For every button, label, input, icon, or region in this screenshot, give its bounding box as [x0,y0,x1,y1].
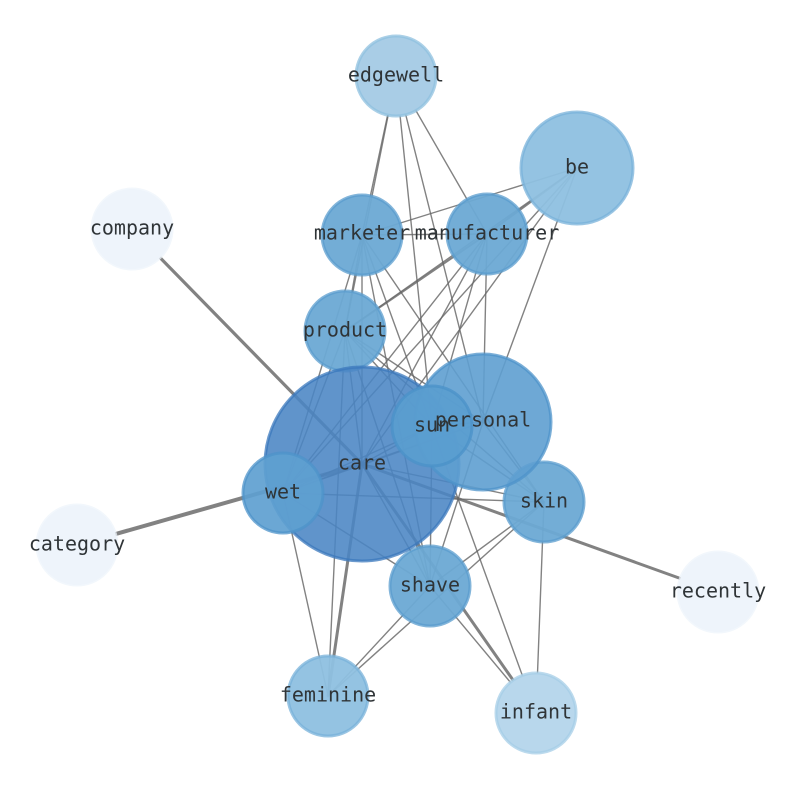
node-label-recently: recently [670,579,766,603]
node-label-shave: shave [400,573,460,597]
node-label-sun: sun [414,413,450,437]
node-feminine [286,654,370,738]
node-label-manufacturer: manufacturer [415,221,560,245]
node-recently [676,550,760,634]
node-label-infant: infant [500,700,572,724]
node-marketer [320,193,404,277]
node-label-marketer: marketer [314,221,410,245]
node-label-feminine: feminine [280,683,376,707]
node-sun [390,384,474,468]
node-edgewell [354,34,438,118]
node-label-product: product [303,318,387,342]
node-label-skin: skin [520,489,568,513]
node-manufacturer [445,192,529,276]
node-label-category: category [29,532,125,556]
node-label-edgewell: edgewell [348,63,444,87]
node-label-personal: personal [435,408,531,432]
node-label-care: care [338,451,386,475]
node-label-wet: wet [265,480,301,504]
edge-edgewell-sun [395,75,433,427]
nodes-layer [35,34,760,755]
node-label-company: company [90,216,174,240]
node-be [519,110,635,226]
node-skin [502,460,586,544]
node-shave [388,544,472,628]
node-company [90,187,174,271]
node-label-be: be [565,155,589,179]
node-wet [241,451,325,535]
node-infant [494,671,578,755]
node-category [35,503,119,587]
